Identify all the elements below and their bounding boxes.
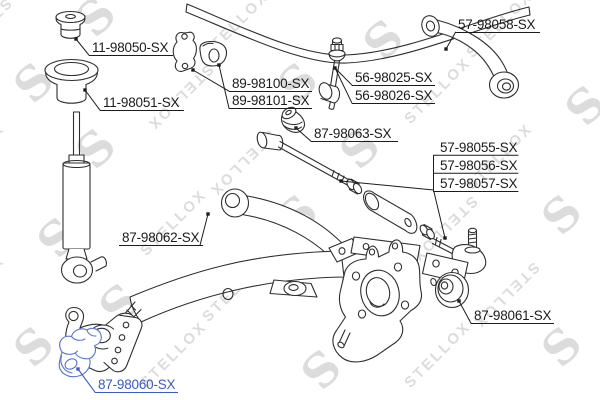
label-link-lower[interactable]: 56-98026-SX [352, 88, 435, 104]
watermark-logo: S [3, 316, 65, 378]
label-spring-seat[interactable]: 11-98051-SX [100, 95, 184, 111]
label-stab-bracket[interactable]: 89-98100-SX [229, 76, 312, 92]
knuckle-bushing-drawing [430, 271, 470, 309]
watermark-logo: S [553, 74, 600, 136]
label-knuckle-bushing[interactable]: 87-98061-SX [471, 308, 554, 324]
watermark-text: STELLOX [0, 120, 8, 193]
label-trailing-bushing-highlighted[interactable]: 87-98060-SX [95, 377, 178, 393]
watermark-logo: S [531, 316, 593, 378]
leader-dots [74, 37, 461, 371]
rod-sleeve-drawing [363, 190, 418, 234]
label-upper-arm[interactable]: 57-98058-SX [455, 17, 540, 33]
strut-mount-drawing [55, 10, 86, 39]
label-rod-end[interactable]: 57-98057-SX [440, 176, 518, 191]
highlight-leader-line [77, 368, 96, 393]
label-strut-mount[interactable]: 11-98050-SX [89, 40, 173, 56]
watermark-text: STELLOX [401, 318, 474, 391]
stabilizer-bushing-drawing [199, 40, 228, 67]
label-link-upper[interactable]: 56-98025-SX [352, 70, 435, 86]
rod-bushing-drawing [280, 106, 306, 133]
stabilizer-bracket-drawing [172, 31, 197, 72]
watermark-logo: S [531, 184, 593, 246]
label-lateral-rod[interactable]: 57-98055-SX [440, 140, 518, 155]
stabilizer-bar-drawing [185, 3, 531, 64]
watermark-logo: S [351, 8, 413, 70]
watermark-text: STELLOX [0, 252, 8, 325]
rod-nut-2-drawing [419, 223, 435, 241]
leader-lines [75, 31, 472, 324]
stabilizer-link-drawing [318, 37, 346, 110]
watermark-text: STELLOX [137, 186, 210, 259]
lower-arm-drawing [119, 188, 348, 325]
label-table-lines [433, 154, 519, 192]
label-rod-bushing[interactable]: 87-98063-SX [311, 126, 398, 142]
shock-absorber-drawing [60, 111, 107, 284]
rod-nut-1-drawing [346, 178, 363, 195]
spring-seat-drawing [44, 58, 99, 104]
watermark-text: STELLOX [0, 0, 15, 68]
label-arm-bushing[interactable]: 87-98062-SX [119, 230, 203, 246]
highlight-bushing-drawing [58, 327, 102, 378]
knuckle-drawing [332, 239, 423, 363]
lateral-rod-drawing [256, 131, 353, 188]
label-rod-sleeve[interactable]: 57-98056-SX [440, 158, 518, 173]
label-stab-bushing[interactable]: 89-98101-SX [229, 93, 312, 109]
